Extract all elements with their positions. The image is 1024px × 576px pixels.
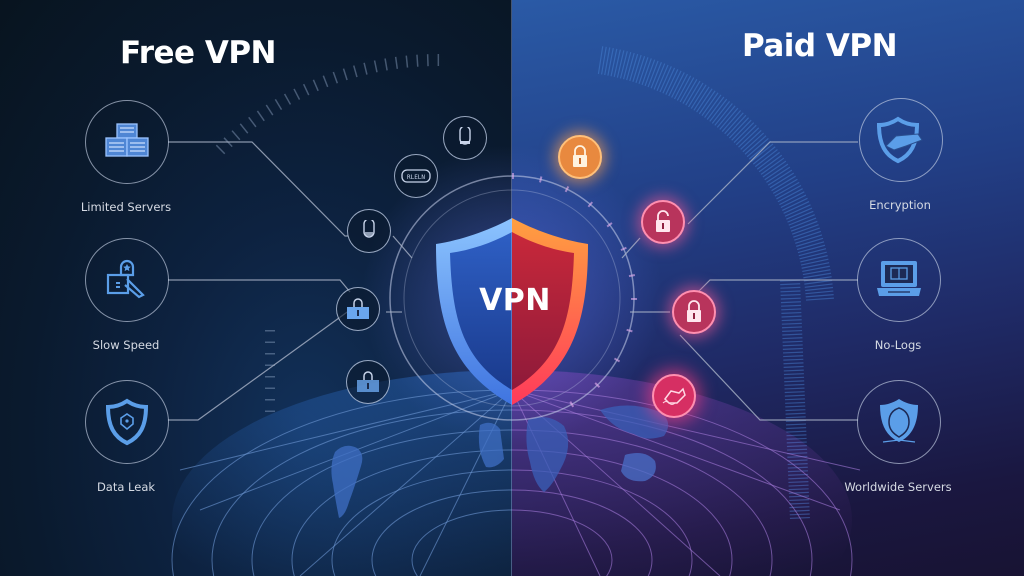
padlock-icon xyxy=(347,298,369,319)
paid-vpn-title: Paid VPN xyxy=(742,28,898,64)
vpn-shield-label: VPN xyxy=(479,283,551,318)
feature-ring xyxy=(857,238,941,322)
padlock-open-icon xyxy=(656,210,670,232)
padlock-icon xyxy=(573,145,587,167)
feature-label: No-Logs xyxy=(874,338,922,352)
feature-ring xyxy=(85,238,169,322)
slow-key-icon xyxy=(106,259,145,299)
hand-signature-icon xyxy=(662,387,686,405)
network-node-padlock xyxy=(346,360,390,404)
feature-label: Slow Speed xyxy=(92,338,160,352)
feature-label: Worldwide Servers xyxy=(844,480,952,494)
network-node-hand-signature xyxy=(652,374,696,418)
feature-ring xyxy=(859,98,943,182)
feature-ring xyxy=(857,380,941,464)
shield-globe-icon xyxy=(880,399,918,443)
feature-ring xyxy=(85,380,169,464)
server-stack-icon xyxy=(105,123,149,157)
svg-text:RLELN: RLELN xyxy=(407,174,425,181)
feature-ring xyxy=(85,100,169,184)
shield-hand-icon xyxy=(876,116,923,164)
free-vpn-title: Free VPN xyxy=(120,35,276,71)
feature-label: Data Leak xyxy=(96,480,156,494)
feature-label: Limited Servers xyxy=(80,200,172,214)
keyboard-icon: RLELN xyxy=(401,169,431,183)
network-node-padlock xyxy=(336,287,380,331)
center-divider xyxy=(511,0,512,576)
network-node-padlock-open xyxy=(641,200,685,244)
shield-lock-icon xyxy=(105,398,149,446)
network-node-padlock-orange xyxy=(558,135,602,179)
padlock-icon xyxy=(687,300,701,322)
network-node-webcam xyxy=(347,209,391,253)
padlock-icon xyxy=(357,371,379,392)
network-node-padlock xyxy=(672,290,716,334)
webcam-icon xyxy=(459,127,471,145)
laptop-icon xyxy=(877,261,921,296)
network-node-webcam xyxy=(443,116,487,160)
webcam-icon xyxy=(363,220,375,238)
feature-label: Encryption xyxy=(869,198,931,212)
network-node-keyboard: RLELN xyxy=(394,154,438,198)
